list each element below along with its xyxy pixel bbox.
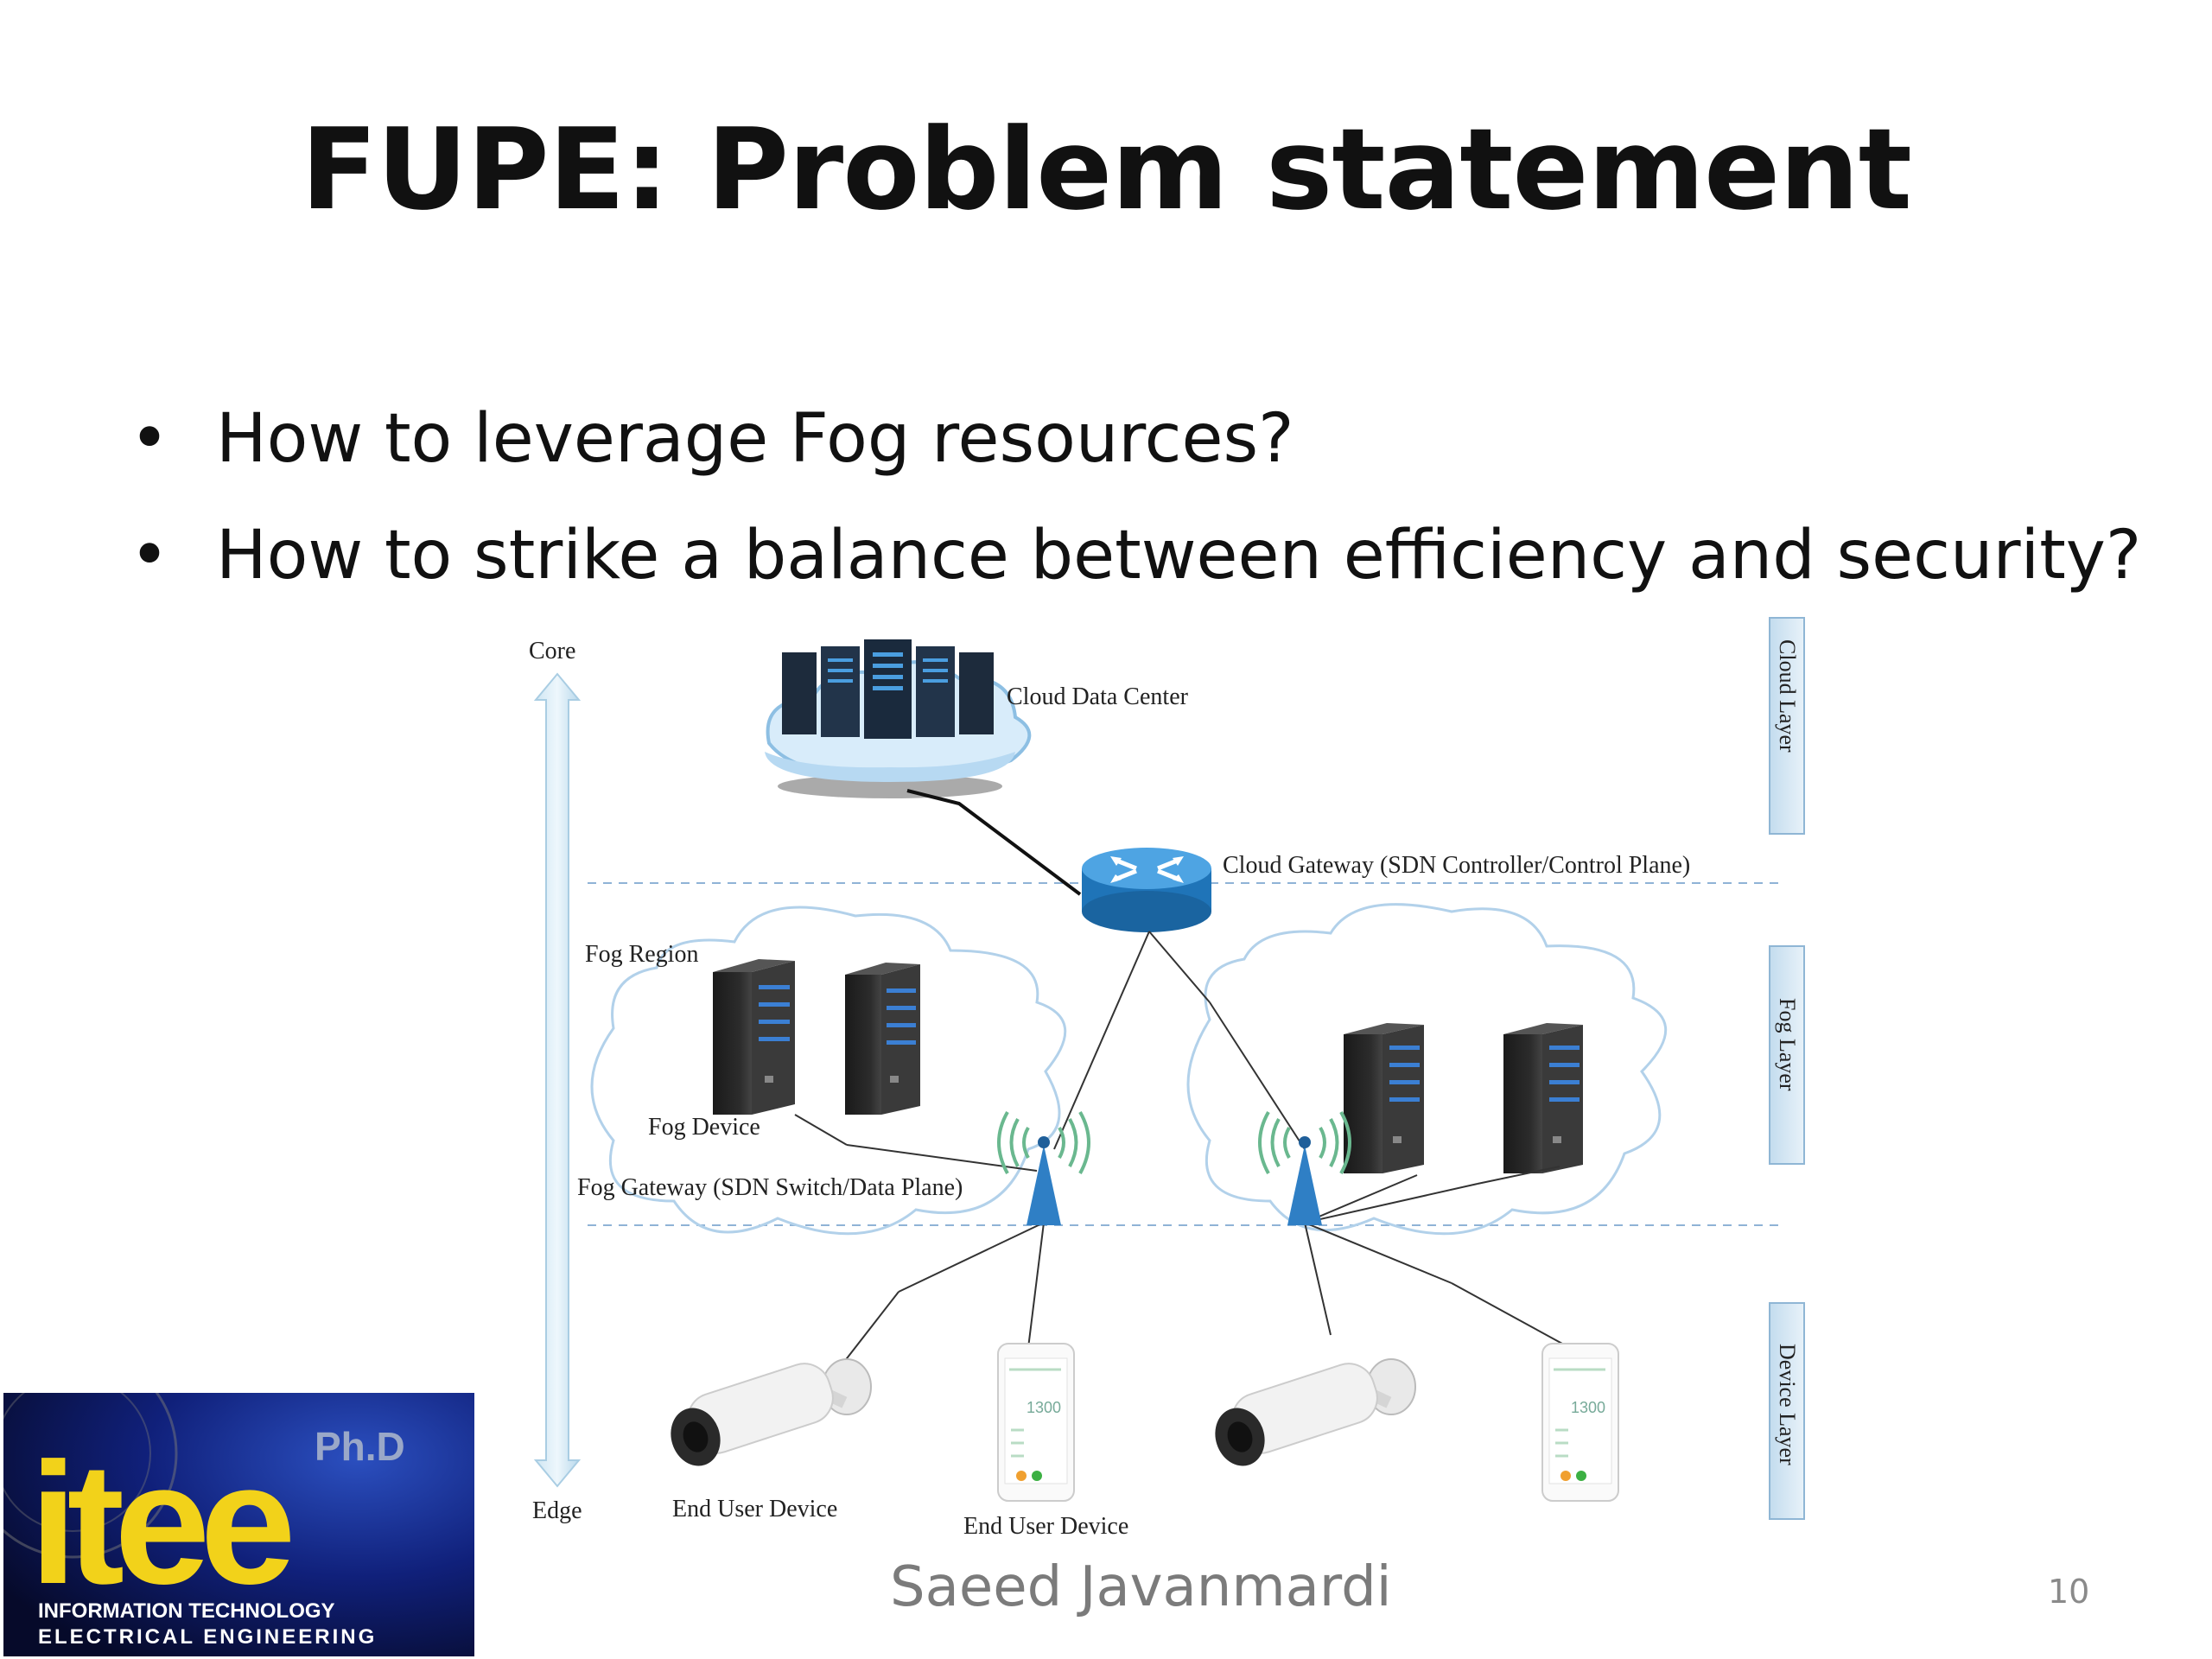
- cloud-gateway-label: Cloud Gateway (SDN Controller/Control Pl…: [1223, 852, 1690, 879]
- bullet-item: • How to strike a balance between efficie…: [130, 504, 2141, 620]
- bullet-item: • How to leverage Fog resources?: [130, 387, 2141, 504]
- end-user-device-label: End User Device: [963, 1513, 1128, 1540]
- logo-line1-text: INFORMATION TECHNOLOGY: [38, 1599, 335, 1623]
- device-layer-label: Device Layer: [1775, 1344, 1800, 1465]
- fog-gateway-label: Fog Gateway (SDN Switch/Data Plane): [577, 1174, 963, 1201]
- axis-edge-label: Edge: [532, 1497, 582, 1524]
- fog-layer-bar: Fog Layer: [1769, 945, 1805, 1165]
- cloud-data-center-label: Cloud Data Center: [1007, 683, 1189, 710]
- bullet-text: How to leverage Fog resources?: [216, 400, 1294, 478]
- bullet-text: How to strike a balance between efficien…: [216, 517, 2142, 594]
- phone-reading-text: 1300: [1571, 1399, 1605, 1416]
- core-edge-arrow: [533, 672, 582, 1488]
- device-layer-bar: Device Layer: [1769, 1302, 1805, 1520]
- network-links: [794, 931, 1563, 1370]
- axis-core-label: Core: [529, 638, 575, 664]
- cloud-gateway-router-icon: [1082, 848, 1211, 932]
- fog-server-icon: [1344, 1023, 1424, 1173]
- logo-line2-text: ELECTRICAL ENGINEERING: [38, 1625, 377, 1649]
- fog-server-icon: [713, 959, 795, 1115]
- phone-reading-text: 1300: [1027, 1399, 1061, 1416]
- fog-region-left-outline: [590, 906, 1067, 1236]
- camera-icon: [671, 1358, 872, 1466]
- page-number: 10: [2048, 1573, 2090, 1611]
- fog-architecture-diagram: Core Edge Cloud Data Center Cloud Gatewa…: [529, 617, 1805, 1540]
- bullet-dot-icon: •: [130, 400, 170, 478]
- fog-region-label: Fog Region: [585, 941, 698, 968]
- itee-logo: Ph.D itee INFORMATION TECHNOLOGY ELECTRI…: [3, 1393, 474, 1656]
- fog-gateway-antenna-icon: [997, 1111, 1090, 1225]
- bullet-list: • How to leverage Fog resources? • How to …: [130, 387, 2141, 620]
- smartphone-icon: 1300: [997, 1343, 1075, 1502]
- bullet-dot-icon: •: [130, 517, 170, 594]
- fog-layer-label: Fog Layer: [1775, 998, 1800, 1091]
- cloud-layer-label: Cloud Layer: [1775, 639, 1800, 753]
- fog-device-label: Fog Device: [648, 1114, 760, 1141]
- end-user-device-label: End User Device: [672, 1496, 837, 1522]
- footer-author: Saeed Javanmardi: [890, 1555, 1392, 1619]
- cloud-data-center-icon: [765, 639, 1032, 798]
- logo-phd-text: Ph.D: [315, 1424, 405, 1469]
- fog-server-icon: [1503, 1023, 1583, 1173]
- cloud-layer-bar: Cloud Layer: [1769, 617, 1805, 835]
- camera-icon: [1215, 1358, 1416, 1466]
- fog-server-icon: [845, 963, 920, 1115]
- smartphone-icon: 1300: [1541, 1343, 1619, 1502]
- logo-name-text: itee: [29, 1427, 290, 1620]
- fog-gateway-antenna-icon: [1258, 1111, 1351, 1225]
- slide-title: FUPE: Problem statement: [301, 104, 1912, 235]
- fog-region-right-outline: [1186, 903, 1667, 1236]
- cloud-gateway-link: [906, 789, 1082, 896]
